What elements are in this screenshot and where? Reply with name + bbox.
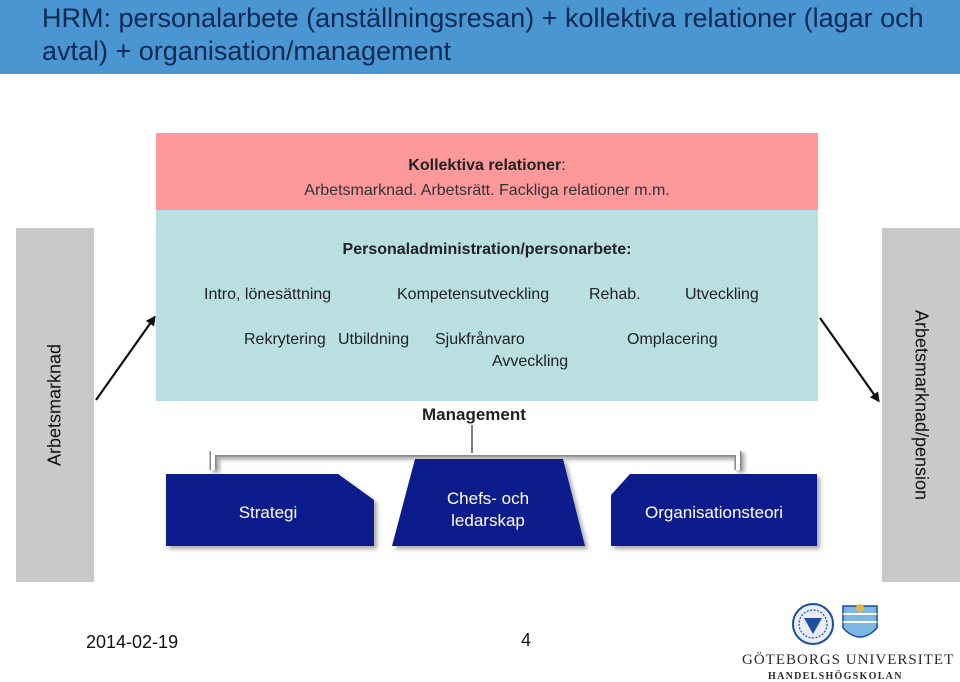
kollektiva-items: Arbetsmarknad. Arbetsrätt. Fackliga rela… bbox=[304, 182, 670, 199]
university-seal-icon bbox=[792, 603, 834, 645]
item-sjukfranvaro: Sjukfrånvaro bbox=[435, 331, 525, 348]
arrow-right bbox=[819, 317, 880, 403]
side-bar-right bbox=[882, 228, 960, 582]
personal-heading: Personaladministration/personarbete: bbox=[342, 241, 632, 258]
school-name: HANDELSHÖGSKOLAN bbox=[768, 671, 903, 682]
title-band bbox=[0, 0, 960, 74]
item-rehab: Rehab. bbox=[589, 286, 641, 303]
footer-date: 2014-02-19 bbox=[86, 632, 179, 652]
strategi-box bbox=[166, 474, 374, 546]
side-bar-left bbox=[16, 228, 94, 582]
item-omplacering: Omplacering bbox=[627, 331, 718, 348]
university-name: GÖTEBORGS UNIVERSITET bbox=[742, 652, 955, 668]
handelshogskolan-crest-icon bbox=[842, 604, 878, 638]
organisationsteori-label: Organisationsteori bbox=[645, 503, 783, 522]
kollektiva-heading-bold: Kollektiva relationer bbox=[408, 157, 562, 174]
page-number: 4 bbox=[521, 630, 532, 650]
item-utbildning: Utbildning bbox=[338, 331, 410, 348]
organisationsteori-box bbox=[611, 474, 817, 546]
kollektiva-relationer-box bbox=[156, 133, 818, 210]
chefs-och-ledarskap-box bbox=[392, 459, 585, 546]
item-intro-lonesattning: Intro, lönesättning bbox=[204, 286, 332, 303]
slide-title: HRM: personalarbete (anställningsresan) … bbox=[42, 3, 924, 66]
item-utveckling: Utveckling bbox=[685, 286, 759, 303]
arrow-left bbox=[95, 315, 156, 401]
chefs-och-ledarskap-label: Chefs- och ledarskap bbox=[446, 489, 530, 530]
strategi-label: Strategi bbox=[238, 503, 298, 522]
personaladministration-box bbox=[156, 210, 818, 401]
management-heading: Management bbox=[422, 405, 526, 424]
management-connectors bbox=[209, 449, 742, 470]
item-kompetensutveckling: Kompetensutveckling bbox=[397, 286, 550, 303]
kollektiva-colon: : bbox=[561, 157, 566, 174]
item-rekrytering: Rekrytering bbox=[244, 331, 326, 348]
kollektiva-heading: Kollektiva relationer: bbox=[156, 157, 818, 175]
item-avveckling: Avveckling bbox=[492, 353, 569, 370]
